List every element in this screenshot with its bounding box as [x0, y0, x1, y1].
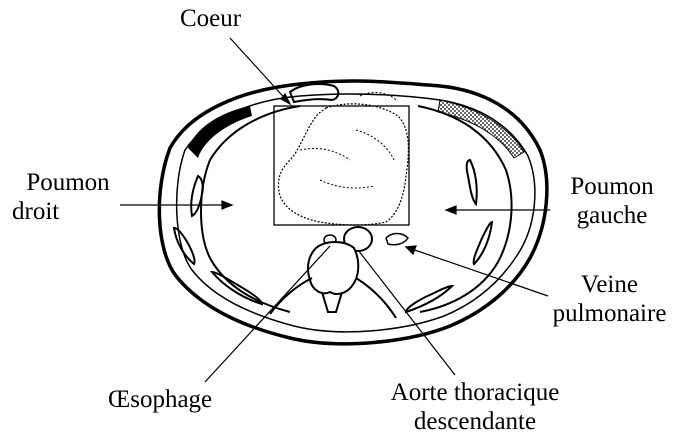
anterior-vessels [290, 84, 338, 102]
label-coeur: Coeur [180, 4, 241, 33]
label-poumon-droit-line1: Poumon [8, 168, 128, 197]
coeur-pointer [230, 38, 290, 104]
ribs-right [406, 160, 492, 312]
heart-outline [278, 104, 408, 225]
ribcage-outline [201, 106, 512, 312]
label-veine-pulmonaire: Veine pulmonaire [540, 270, 679, 328]
pulmonary-vein [386, 234, 408, 245]
label-aorte-line2: descendante [360, 407, 590, 436]
fat-layer-outline [177, 94, 535, 332]
label-poumon-gauche-line2: gauche [552, 201, 672, 230]
label-aorte-line1: Aorte thoracique [360, 378, 590, 407]
aorte-pointer [358, 250, 455, 375]
label-poumon-droit: Poumon droit [8, 168, 128, 226]
vertebra-spinous-process [322, 292, 342, 312]
label-oesophage: Œsophage [108, 385, 212, 414]
vertebra-transverse-right [356, 278, 396, 318]
label-veine-pulmonaire-line1: Veine [540, 270, 679, 299]
label-poumon-gauche-line1: Poumon [552, 172, 672, 201]
fat-patch-left [188, 106, 252, 158]
pointer-lines [120, 38, 550, 382]
label-poumon-gauche: Poumon gauche [552, 172, 672, 230]
veine-pulmonaire-pointer [406, 247, 548, 296]
label-aorte: Aorte thoracique descendante [360, 378, 590, 436]
heart-roi-rectangle [274, 106, 409, 225]
label-poumon-droit-line2: droit [8, 197, 128, 226]
label-veine-pulmonaire-line2: pulmonaire [540, 299, 679, 328]
fat-patch-right [438, 100, 524, 158]
vertebra [308, 242, 358, 294]
ribs-left [174, 176, 262, 304]
